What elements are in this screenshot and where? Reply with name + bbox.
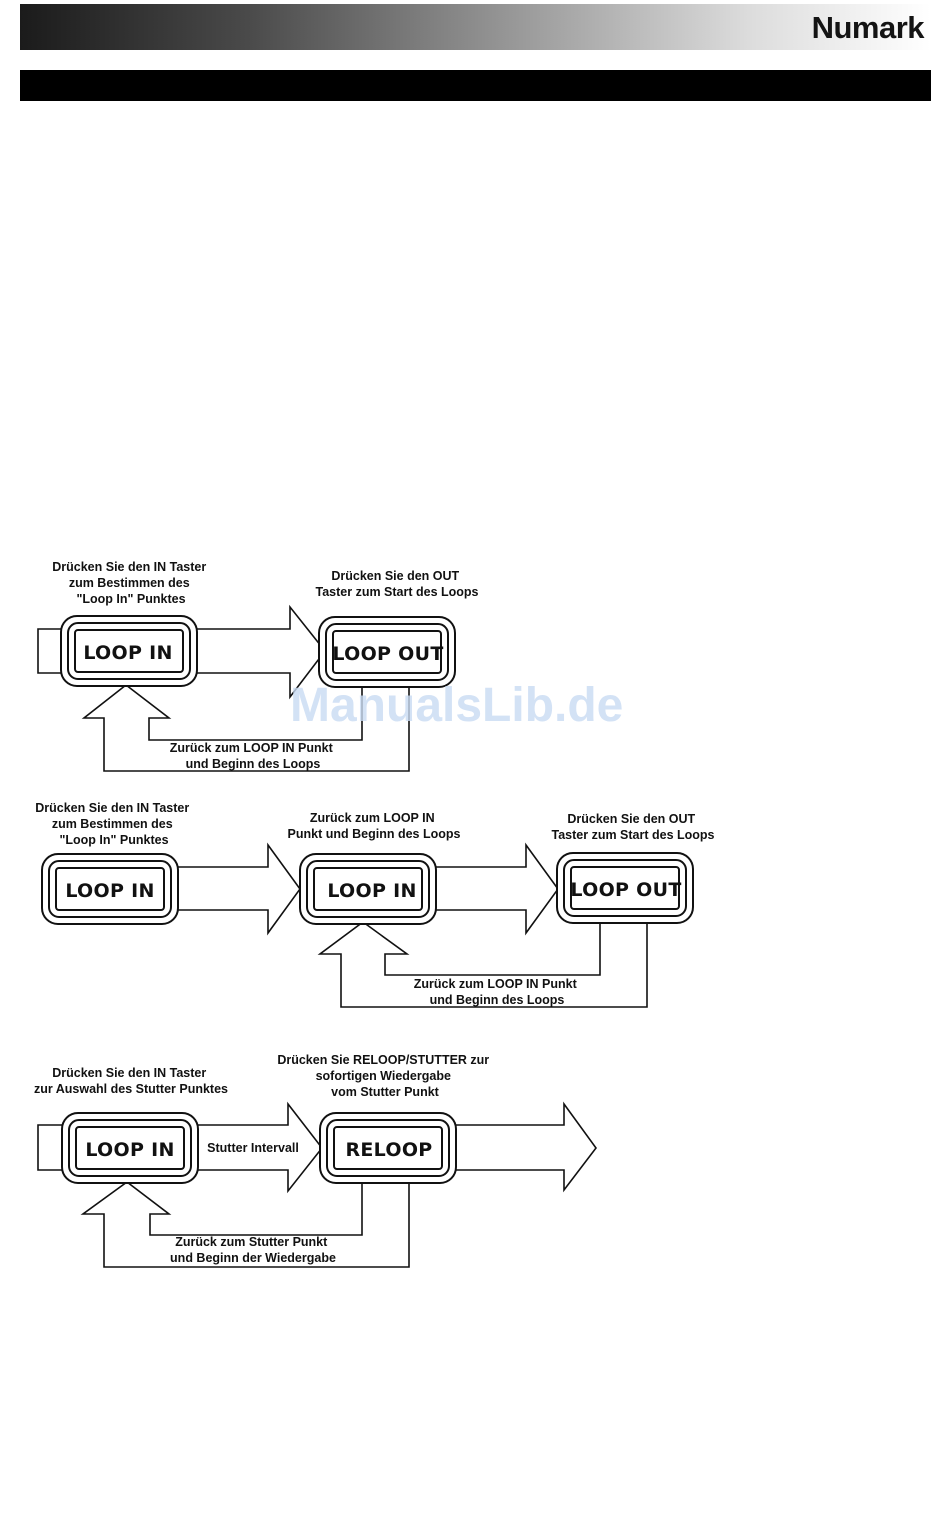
d2-loop-in-text-2: LOOP IN xyxy=(327,880,416,902)
d3-reloop-text: RELOOP xyxy=(345,1139,432,1161)
watermark: ManualsLib.de xyxy=(290,679,624,732)
d2-label-out: Drücken Sie den OUT Taster zum Start des… xyxy=(552,812,715,842)
d3-reloop-button: RELOOP xyxy=(319,1112,457,1184)
d3-label-reloop: Drücken Sie RELOOP/STUTTER zur sofortige… xyxy=(277,1053,492,1099)
header-bar xyxy=(20,4,931,50)
d2-label-in: Drücken Sie den IN Taster zum Bestimmen … xyxy=(35,801,192,847)
d3-arrow-2 xyxy=(447,1101,597,1193)
d3-label-in: Drücken Sie den IN Taster zur Auswahl de… xyxy=(34,1066,228,1096)
d3-label-interval: Stutter Intervall xyxy=(207,1141,299,1155)
d1-label-out: Drücken Sie den OUT Taster zum Start des… xyxy=(316,569,479,599)
d2-loop-in-button-1: LOOP IN xyxy=(41,853,179,925)
diagram-1: LOOP IN LOOP OUT Drücken Sie den IN Tast… xyxy=(37,560,479,772)
d2-loop-out-text: LOOP OUT xyxy=(570,879,681,901)
diagram-2: LOOP IN LOOP IN LOOP OUT Drücken Sie den… xyxy=(35,801,715,1008)
d3-label-return: Zurück zum Stutter Punkt und Beginn der … xyxy=(170,1235,336,1265)
d1-loop-in-text: LOOP IN xyxy=(83,642,172,664)
d1-label-in: Drücken Sie den IN Taster zum Bestimmen … xyxy=(52,560,209,606)
d2-label-mid: Zurück zum LOOP IN Punkt und Beginn des … xyxy=(288,811,461,841)
d2-arrow-2 xyxy=(419,842,559,936)
d2-arrow-1 xyxy=(159,842,301,936)
diagram-3: LOOP IN RELOOP Drücken Sie den IN Taster… xyxy=(34,1053,597,1268)
brand-logo: Numark xyxy=(811,10,925,45)
d2-label-return: Zurück zum LOOP IN Punkt und Beginn des … xyxy=(414,977,580,1007)
d1-label-return: Zurück zum LOOP IN Punkt und Beginn des … xyxy=(170,741,336,771)
d2-loop-in-button-2: LOOP IN xyxy=(299,853,437,925)
d2-loop-in-text-1: LOOP IN xyxy=(65,880,154,902)
d3-loop-in-text: LOOP IN xyxy=(85,1139,174,1161)
d1-loop-out-text: LOOP OUT xyxy=(332,643,443,665)
d1-loop-out-button: LOOP OUT xyxy=(318,616,456,688)
d3-loop-in-button: LOOP IN xyxy=(61,1112,199,1184)
section-title-bar xyxy=(20,70,931,101)
d1-loop-in-button: LOOP IN xyxy=(60,615,198,687)
d2-loop-out-button: LOOP OUT xyxy=(556,852,694,924)
